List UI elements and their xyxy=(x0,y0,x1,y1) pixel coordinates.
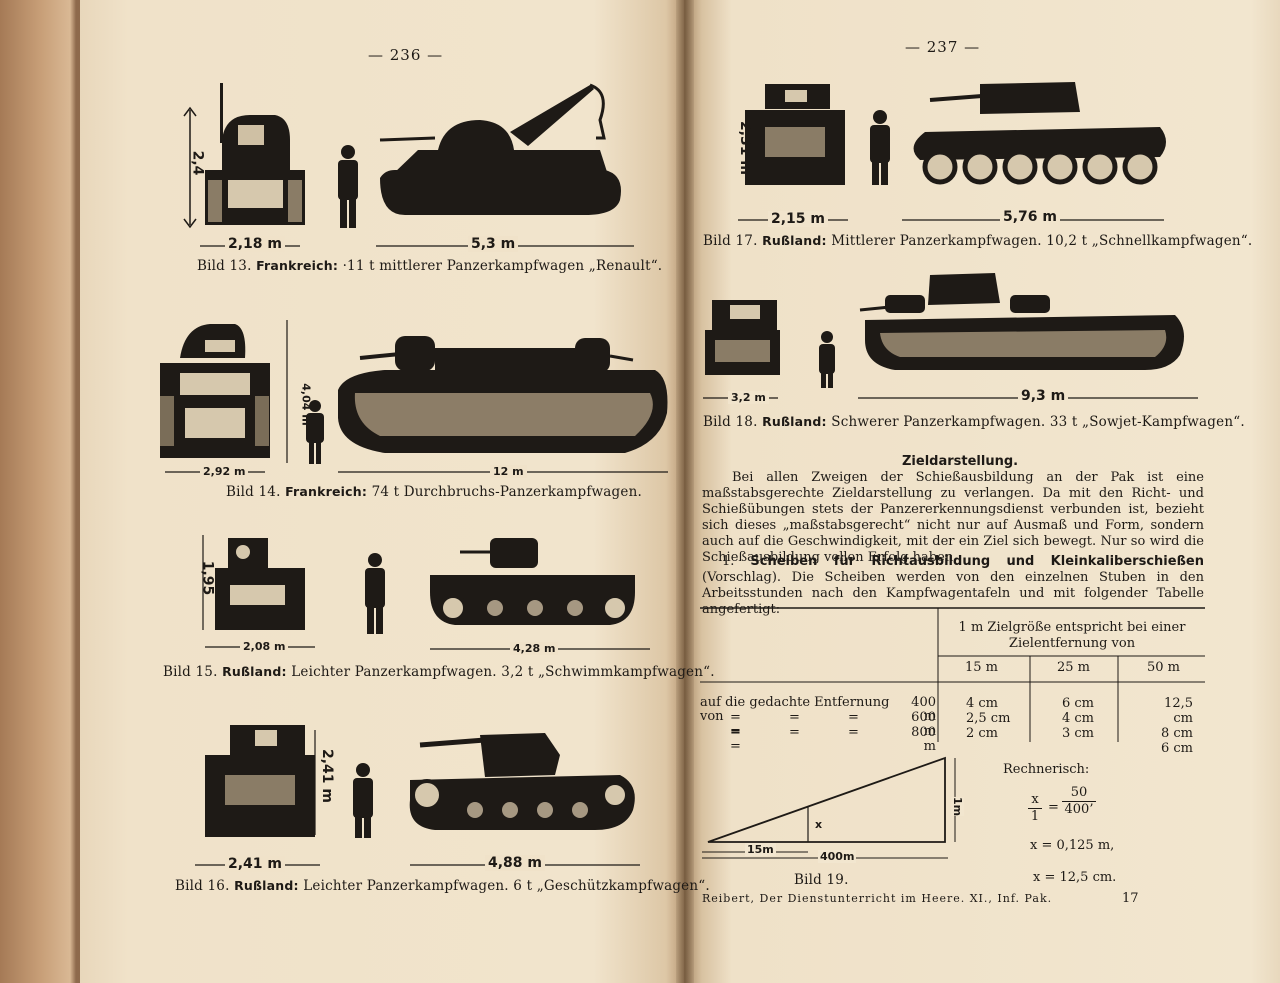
page-footer: Reibert, Der Dienstunterricht im Heere. … xyxy=(702,892,1053,905)
item-note: (Vorschlag). xyxy=(702,570,782,585)
table-row-600: = = = =600 m xyxy=(730,710,936,739)
dim-height-15: 1,95 xyxy=(199,560,216,596)
calc-equals: = xyxy=(1048,800,1059,815)
calc-fraction-right: 50 400’ xyxy=(1062,785,1096,818)
dim-height-13: 2,4 xyxy=(189,150,206,176)
caption-bild-19: Bild 19. xyxy=(794,872,849,888)
diagram-label-400m: 400m xyxy=(818,850,857,863)
dim-length-17: 5,76 m xyxy=(1000,209,1061,225)
dim-length-16: 4,88 m xyxy=(485,855,546,871)
calc-fraction-left: x 1 xyxy=(1028,792,1042,825)
tank-renault-illustration xyxy=(183,83,621,229)
dim-height-14: 4,04 m xyxy=(299,383,313,426)
intro-paragraph: Bei allen Zweigen der Schießausbildung a… xyxy=(702,470,1204,565)
dim-width-18: 3,2 m xyxy=(728,391,769,404)
book-gutter xyxy=(676,0,694,983)
signature-number: 17 xyxy=(1122,891,1139,906)
table-row-800: = = = =800 m xyxy=(730,725,936,754)
table-col1-values: 4 cm 2,5 cm 2 cm xyxy=(966,696,1011,741)
calc-title: Rechnerisch: xyxy=(1003,762,1090,777)
tank-74t-illustration xyxy=(160,320,668,464)
caption-bild-17: Bild 17. Rußland: Mittlerer Panzerkampfw… xyxy=(703,233,1253,249)
tank-sowjet-illustration xyxy=(705,273,1184,388)
tank-schwimm-illustration xyxy=(202,535,635,634)
item-1-paragraph: 1. Scheiben für Richtausbildung und Klei… xyxy=(702,554,1204,618)
table-col-15m: 15 m xyxy=(965,660,999,675)
dim-width-14: 2,92 m xyxy=(200,465,249,478)
dim-height-17: 2,31 m xyxy=(737,120,754,176)
dim-width-13: 2,18 m xyxy=(225,236,286,252)
tank-schnell-illustration xyxy=(745,82,1166,185)
caption-bild-13: Bild 13. Frankreich: ·11 t mittlerer Pan… xyxy=(197,258,663,274)
calc-result-m: x = 0,125 m, xyxy=(1030,838,1115,853)
dim-height-16: 2,41 m xyxy=(319,748,336,804)
caption-bild-16: Bild 16. Rußland: Leichter Panzerkampfwa… xyxy=(175,878,710,894)
diagram-label-x: x xyxy=(815,818,823,831)
item-text: Die Scheiben werden von den einzelnen St… xyxy=(702,570,1204,617)
page-number-right: — 237 — xyxy=(905,38,981,56)
dim-length-15: 4,28 m xyxy=(510,642,559,655)
section-heading: Zieldarstellung. xyxy=(902,454,1019,469)
dim-length-13: 5,3 m xyxy=(468,236,519,252)
caption-bild-14: Bild 14. Frankreich: 74 t Durchbruchs-Pa… xyxy=(226,484,642,500)
table-row-400: auf die gedachte Entfernung von400 m xyxy=(700,695,936,724)
item-title: Scheiben für Richtausbildung und Kleinka… xyxy=(750,554,1204,569)
table-col-25m: 25 m xyxy=(1057,660,1091,675)
table-group-header: 1 m Zielgröße entspricht bei einer Ziele… xyxy=(958,620,1186,651)
dim-length-18: 9,3 m xyxy=(1018,388,1069,404)
dim-width-16: 2,41 m xyxy=(225,856,286,872)
diagram-label-15m: 15m xyxy=(745,843,776,856)
table-col2-values: 6 cm 4 cm 3 cm xyxy=(1062,696,1095,741)
dim-width-17: 2,15 m xyxy=(768,211,829,227)
page-number-left: — 236 — xyxy=(368,46,444,64)
item-number: 1. xyxy=(722,554,735,569)
calc-result-cm: x = 12,5 cm. xyxy=(1033,870,1117,885)
table-col3-values: 12,5 cm 8 cm 6 cm xyxy=(1160,696,1193,756)
tank-geschuetz-illustration xyxy=(205,725,635,838)
caption-bild-18: Bild 18. Rußland: Schwerer Panzerkampfwa… xyxy=(703,414,1245,430)
dim-length-14: 12 m xyxy=(490,465,527,478)
caption-bild-15: Bild 15. Rußland: Leichter Panzerkampfwa… xyxy=(163,664,715,680)
table-col-50m: 50 m xyxy=(1147,660,1181,675)
diagram-label-height: 1m xyxy=(951,796,965,817)
dim-width-15: 2,08 m xyxy=(240,640,289,653)
